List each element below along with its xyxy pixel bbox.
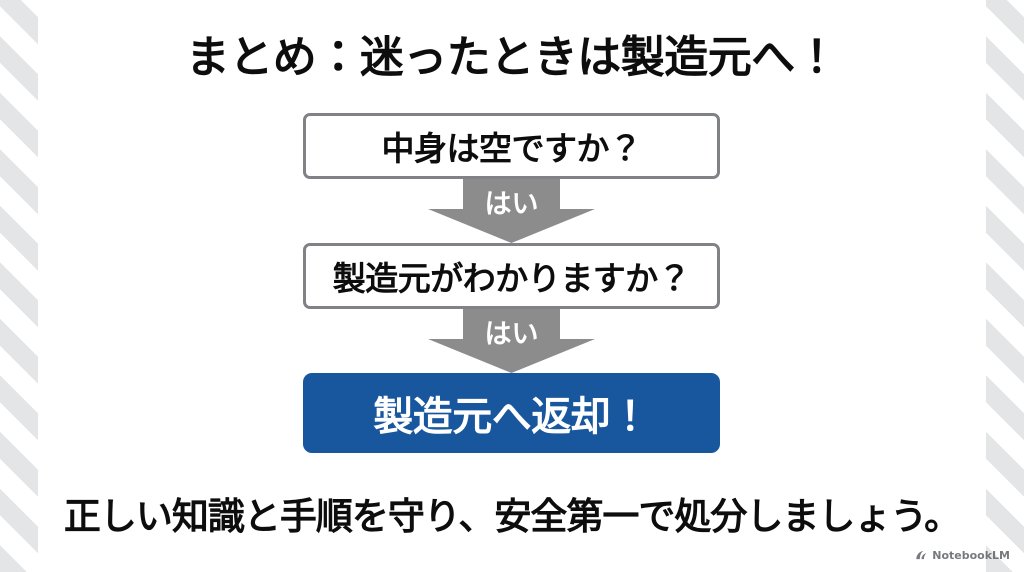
- flow-step-label: 製造元へ返却！: [373, 394, 650, 440]
- flow-step-label: 中身は空ですか？: [381, 129, 643, 168]
- stripe-band-right: [986, 0, 1024, 572]
- down-arrow-icon: [428, 179, 595, 243]
- flow-connector-2: はい: [303, 309, 720, 373]
- flowchart: 中身は空ですか？ はい 製造元がわかりますか？ はい 製造元へ返却！: [303, 113, 720, 453]
- down-arrow-icon: [428, 309, 595, 373]
- notebooklm-watermark: NotebookLM: [914, 548, 1010, 562]
- stripe-band-left: [0, 0, 38, 572]
- flow-connector-label: はい: [484, 189, 539, 220]
- slide-caption: 正しい知識と手順を守り、安全第一で処分しましょう。: [63, 495, 961, 538]
- notebooklm-logo-icon: [916, 550, 927, 560]
- flow-step-question-2: 製造元がわかりますか？: [303, 243, 720, 309]
- flow-connector-1: はい: [303, 179, 720, 243]
- flow-step-question-1: 中身は空ですか？: [303, 113, 720, 179]
- flow-step-result: 製造元へ返却！: [303, 373, 720, 453]
- watermark-label: NotebookLM: [932, 548, 1010, 562]
- flow-step-label: 製造元がわかりますか？: [332, 259, 691, 298]
- slide-title: まとめ：迷ったときは製造元へ！: [185, 32, 839, 83]
- flow-connector-label: はい: [484, 319, 539, 350]
